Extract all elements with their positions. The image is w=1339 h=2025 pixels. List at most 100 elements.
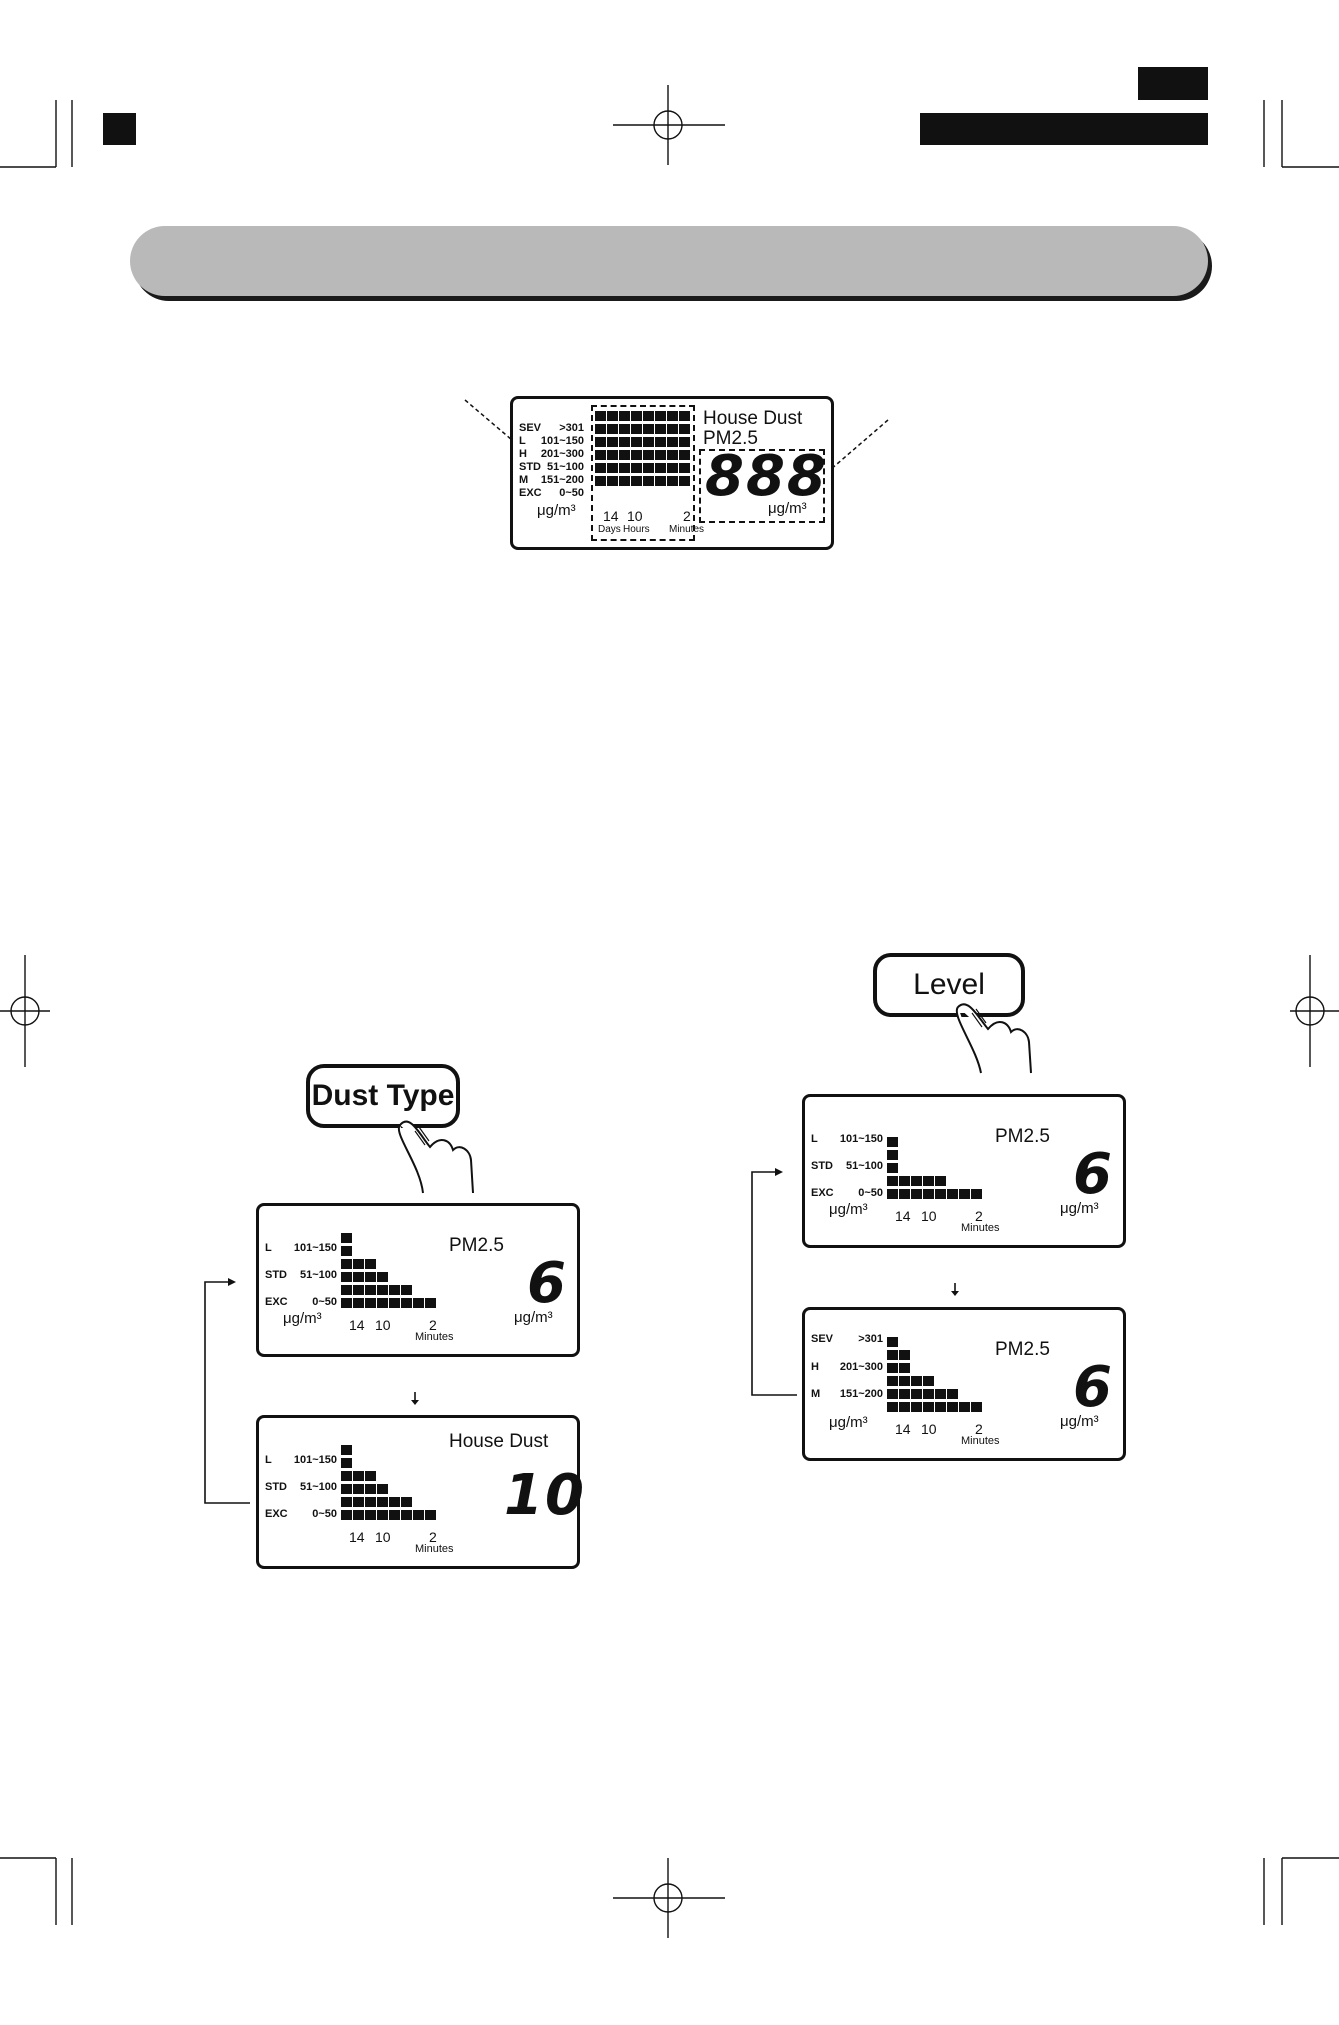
lcd-segment (679, 424, 690, 434)
lcd-segment (595, 476, 606, 486)
lcd-segment (935, 1176, 946, 1186)
lcd-segment (425, 1510, 436, 1520)
level-row: SEV (519, 422, 542, 434)
lcd-segment (365, 1510, 376, 1520)
lcd-dust-type-house-dust: L 101~150 STD 51~100 EXC 0~50 14 10 2 Mi… (256, 1415, 584, 1569)
lcd-segment (899, 1389, 910, 1399)
lcd-segment (619, 424, 630, 434)
lcd-segment (341, 1233, 352, 1243)
tick-label: 14 (349, 1317, 365, 1333)
lcd-segment (887, 1163, 898, 1173)
lcd-segment (341, 1246, 352, 1256)
tick-label: 14 (895, 1421, 911, 1437)
lcd-segment (631, 463, 642, 473)
dust-type-button[interactable]: Dust Type (306, 1064, 460, 1128)
lcd-segment (887, 1402, 898, 1412)
lcd-segment (911, 1389, 922, 1399)
reading-digits: 10 (504, 1463, 586, 1528)
unit-label-right: μg/m³ (768, 500, 807, 517)
lcd-segment (401, 1510, 412, 1520)
lcd-diagram-full: SEV >301 L 101~150 H 201~300 STD 51~100 … (510, 396, 834, 550)
lcd-segment (887, 1150, 898, 1160)
level-range: 151~200 (839, 1388, 883, 1400)
tick-label: 14 (895, 1208, 911, 1224)
lcd-segment (353, 1484, 364, 1494)
lcd-segment (899, 1402, 910, 1412)
level-row: L (519, 435, 526, 447)
level-code: L (265, 1454, 272, 1466)
level-code: M (811, 1388, 821, 1400)
corner-block-right (1138, 67, 1208, 100)
lcd-segment (341, 1510, 352, 1520)
lcd-segment (887, 1189, 898, 1199)
lcd-segment (655, 450, 666, 460)
dust-type-label: House Dust (449, 1431, 549, 1452)
lcd-segment (619, 476, 630, 486)
level-row: EXC (519, 487, 542, 499)
lcd-segment (935, 1402, 946, 1412)
lcd-segment (923, 1176, 934, 1186)
lcd-segment (353, 1272, 364, 1282)
header-tab-right (920, 113, 1208, 145)
level-button-label: Level (913, 968, 985, 1001)
tick-label: 14 (349, 1529, 365, 1545)
lcd-segment (643, 450, 654, 460)
lcd-segment (353, 1285, 364, 1295)
level-code: SEV (811, 1333, 834, 1345)
lcd-segment (679, 437, 690, 447)
tick-label: 2 (975, 1421, 983, 1437)
lcd-segment (667, 411, 678, 421)
lcd-segment (631, 411, 642, 421)
lcd-segment (887, 1176, 898, 1186)
lcd-segment (923, 1376, 934, 1386)
lcd-segment (607, 450, 618, 460)
reading-digits: 6 (527, 1251, 568, 1316)
tick-label: 10 (375, 1529, 391, 1545)
pointing-hand-icon (955, 1003, 1032, 1074)
lcd-segment (911, 1376, 922, 1386)
lcd-segment (679, 411, 690, 421)
tick-label: 10 (921, 1208, 937, 1224)
lcd-segment (365, 1298, 376, 1308)
tick-unit-hours: Hours (623, 524, 650, 535)
lcd-segment (341, 1471, 352, 1481)
lcd-segment (655, 411, 666, 421)
lcd-segment (377, 1298, 388, 1308)
lcd-segment (887, 1389, 898, 1399)
lcd-segment (911, 1176, 922, 1186)
level-button[interactable]: Level (873, 953, 1025, 1017)
lcd-segment (341, 1458, 352, 1468)
level-row: H (519, 448, 527, 460)
level-range: 0~50 (312, 1296, 337, 1308)
level-range: 101~150 (839, 1133, 883, 1145)
lcd-level-high: SEV >301 H 201~300 M 151~200 μg/m³ 14 10… (802, 1307, 1126, 1461)
dust-type-pm25: PM2.5 (703, 428, 758, 449)
lcd-segment (643, 437, 654, 447)
unit-label: μg/m³ (537, 502, 576, 519)
level-code: EXC (265, 1508, 288, 1520)
tick-label: 2 (429, 1529, 437, 1545)
lcd-segment (643, 411, 654, 421)
lcd-segment (899, 1376, 910, 1386)
level-range: >301 (858, 1333, 883, 1345)
level-row: M (519, 474, 529, 486)
level-range: 201~300 (839, 1361, 883, 1373)
lcd-segment (935, 1389, 946, 1399)
level-range: 51~100 (845, 1160, 883, 1172)
lcd-segment (607, 463, 618, 473)
tick-label: 10 (627, 508, 643, 524)
lcd-segment (947, 1402, 958, 1412)
lcd-segment (923, 1389, 934, 1399)
lcd-segment (643, 424, 654, 434)
lcd-segment (389, 1285, 400, 1295)
lcd-segment (365, 1285, 376, 1295)
unit-label-right: μg/m³ (1060, 1200, 1099, 1217)
lcd-segment (353, 1510, 364, 1520)
lcd-segment (377, 1497, 388, 1507)
lcd-segment (947, 1189, 958, 1199)
tick-label: 2 (429, 1317, 437, 1333)
lcd-segment (667, 437, 678, 447)
tick-label: 14 (603, 508, 619, 524)
lcd-segment (401, 1285, 412, 1295)
